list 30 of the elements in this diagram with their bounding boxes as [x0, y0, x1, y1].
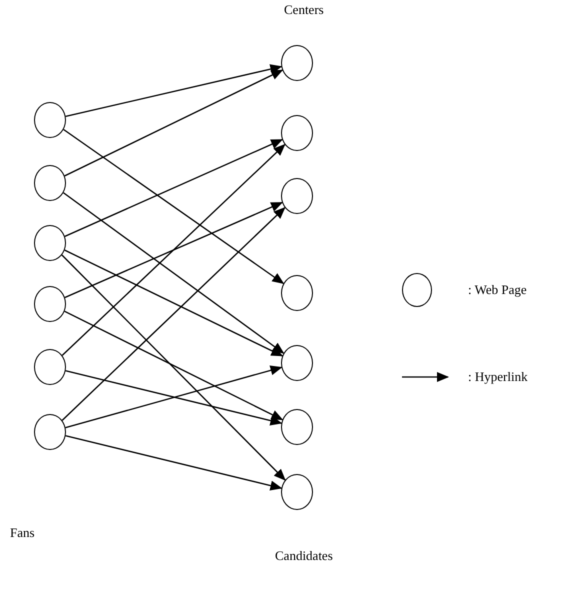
arrow	[64, 250, 284, 356]
legend-text: : Hyperlink	[468, 369, 528, 385]
web-page-circle	[281, 45, 313, 81]
web-page-circle	[281, 115, 313, 151]
arrow	[62, 144, 286, 356]
web-page-circle	[281, 345, 313, 381]
arrow	[65, 435, 282, 490]
arrow	[62, 206, 286, 421]
web-page-circle	[281, 409, 313, 445]
arrow	[63, 192, 284, 354]
legend-text: : Web Page	[468, 282, 527, 298]
arrow	[63, 128, 284, 284]
web-page-circle	[34, 225, 66, 261]
group-label: Fans	[10, 525, 35, 541]
arrow	[64, 70, 284, 176]
arrow	[64, 310, 284, 420]
web-page-circle	[281, 474, 313, 510]
web-page-circle	[34, 165, 66, 201]
arrow	[66, 64, 282, 118]
group-label: Centers	[284, 2, 324, 18]
arrow	[61, 254, 286, 481]
arrow	[64, 139, 284, 237]
group-label: Candidates	[275, 548, 333, 564]
arrow	[64, 202, 283, 298]
web-page-circle	[34, 349, 66, 385]
web-page-circle	[34, 286, 66, 322]
web-page-circle	[281, 275, 313, 311]
web-page-circle	[34, 414, 66, 450]
web-page-circle	[281, 178, 313, 214]
web-page-circle	[34, 102, 66, 138]
